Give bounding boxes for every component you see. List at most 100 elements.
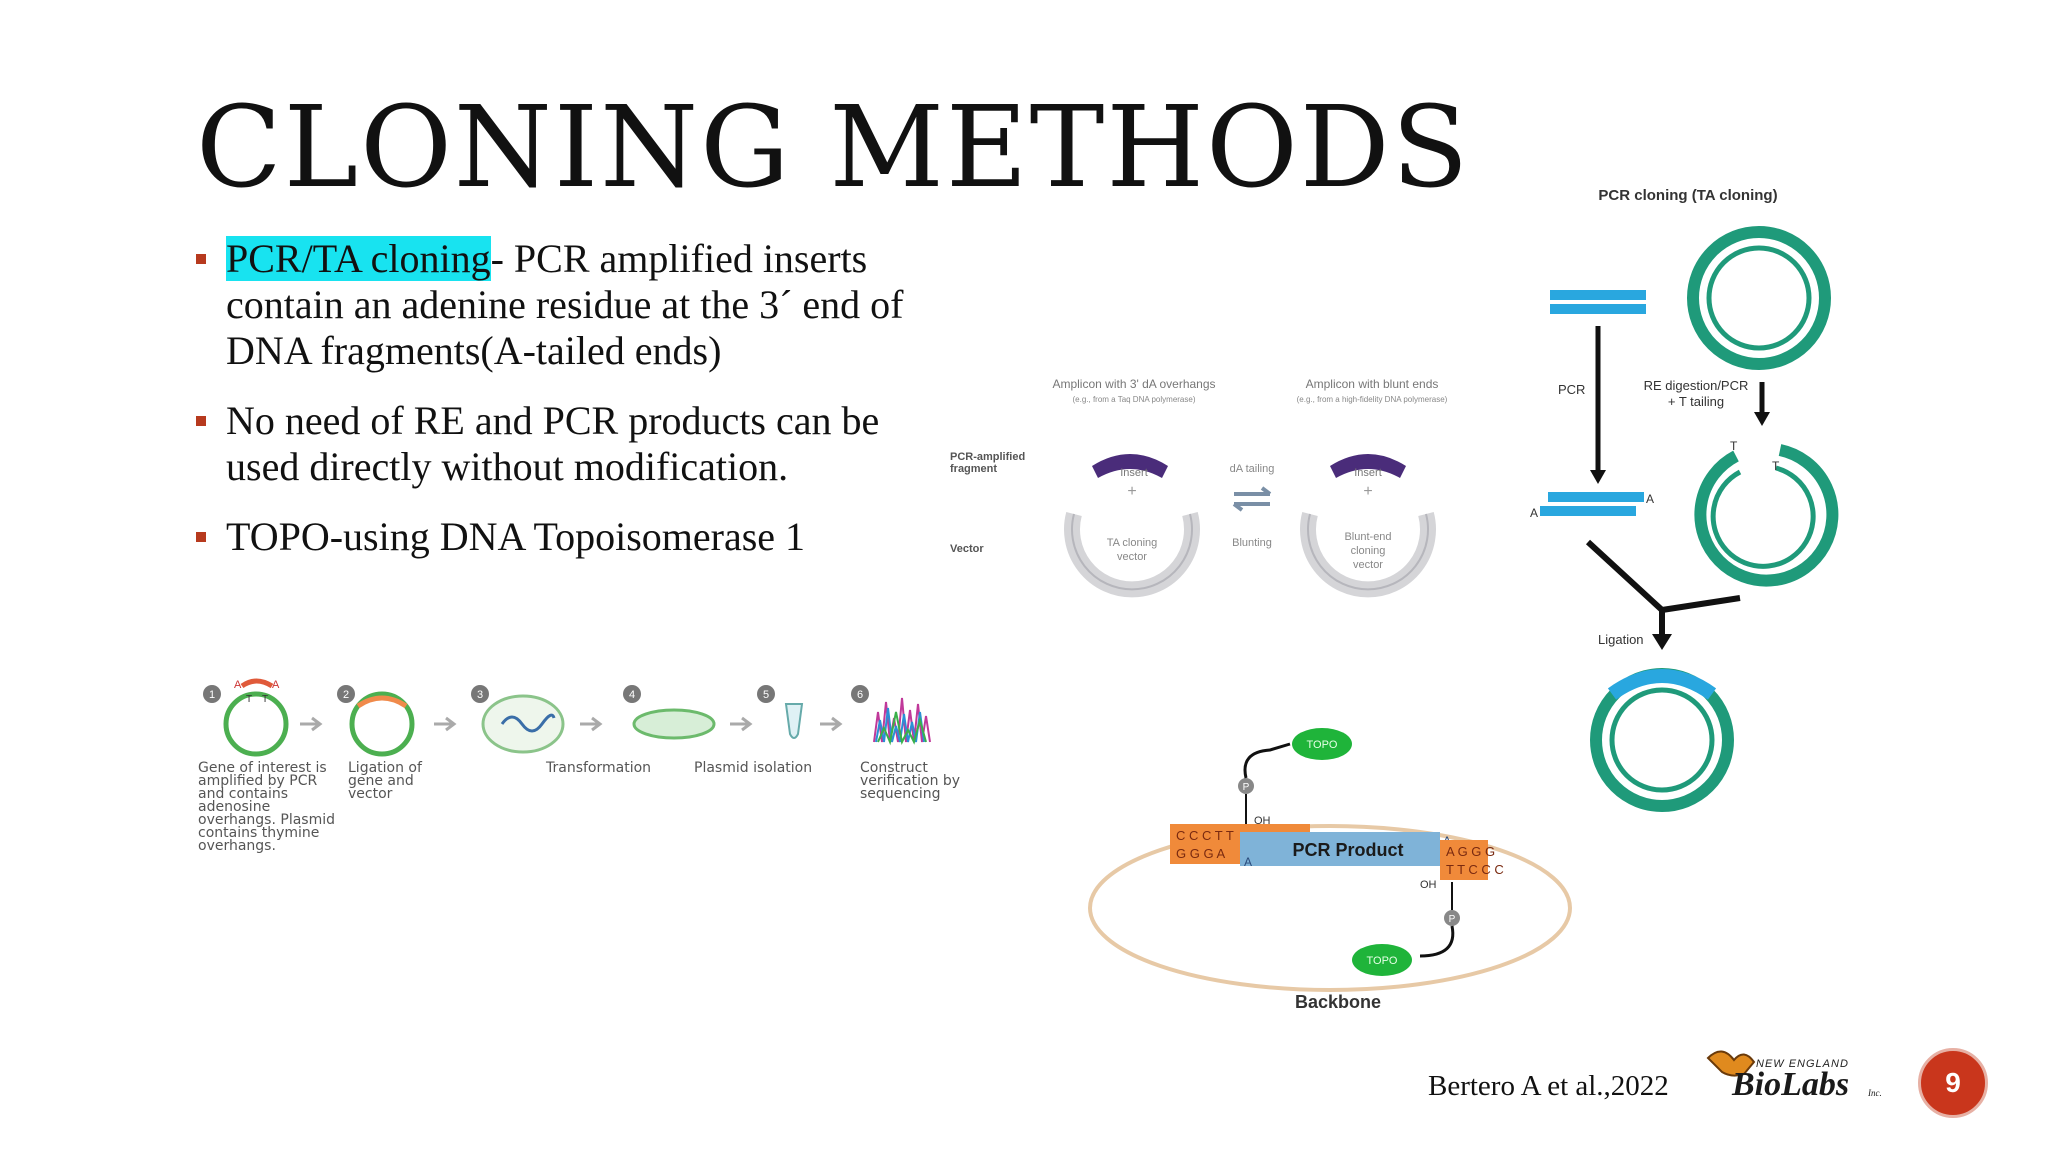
row-label-fragment: fragment	[950, 463, 997, 475]
linear-vector-arc	[1694, 444, 1839, 587]
merge-lines	[1585, 539, 1741, 638]
overhang-a-label: A	[1646, 492, 1654, 506]
plus-icon: +	[1363, 483, 1372, 500]
topo-label: TOPO	[1367, 955, 1398, 967]
step-number-badge	[203, 685, 221, 703]
da-tailing-label: dA tailing	[1230, 463, 1275, 475]
phosphate-circle	[1444, 910, 1460, 926]
overhang-t-label: T	[1772, 459, 1780, 473]
insert-label: Insert	[1354, 467, 1382, 479]
logo-line1: NEW ENGLAND	[1756, 1058, 1849, 1070]
col1-title: Amplicon with 3' dA overhangs	[1052, 377, 1215, 391]
linear-vector-arc-inner	[1710, 465, 1816, 569]
butterfly-icon	[1706, 1050, 1756, 1077]
logo-suffix: Inc.	[1868, 1088, 1882, 1098]
blunt-vector-label: cloning	[1351, 545, 1386, 557]
plasmid-circle	[1687, 226, 1831, 370]
plasmid-circle-inner	[1706, 245, 1812, 351]
step-number: 2	[343, 689, 349, 701]
arrow-head-icon	[1590, 470, 1606, 484]
overhang-t-label: T	[1730, 439, 1738, 453]
oh-label: OH	[1254, 815, 1271, 827]
phosphate-label: P	[1449, 914, 1456, 925]
step-label: Transformation	[546, 760, 652, 776]
insert-arc	[356, 695, 408, 709]
panel-title: PCR cloning (TA cloning)	[1598, 187, 1777, 204]
bullet-marker	[196, 416, 206, 426]
topo-label: TOPO	[1307, 739, 1338, 751]
insert-label: Insert	[1120, 467, 1148, 479]
bullet-text: - PCR amplified inserts contain an adeni…	[226, 236, 904, 373]
bullet-marker	[196, 254, 206, 264]
topo-enzyme-blob	[1292, 728, 1352, 760]
bullet-item: PCR/TA cloning- PCR amplified inserts co…	[196, 236, 956, 374]
plus-icon: +	[1127, 483, 1136, 500]
plasmid-circle	[349, 691, 415, 757]
bullet-text: TOPO-using DNA Topoisomerase 1	[226, 514, 806, 559]
step-number-badge	[851, 685, 869, 703]
bullet-text: No need of RE and PCR products can be us…	[226, 398, 880, 489]
col2-subtitle: (e.g., from a high-fidelity DNA polymera…	[1297, 395, 1448, 404]
step-number: 6	[857, 689, 863, 701]
tube-icon	[784, 703, 804, 739]
arrow-head-icon	[1652, 634, 1672, 650]
arrow-icon	[580, 716, 603, 732]
arrow-icon	[300, 716, 323, 732]
bullet-list: PCR/TA cloning- PCR amplified inserts co…	[196, 236, 956, 584]
insert-arc	[240, 678, 274, 689]
blunt-vector-ring-edge	[1307, 513, 1429, 591]
highlighted-term: PCR/TA cloning	[226, 236, 491, 281]
step-number: 1	[209, 689, 215, 701]
step-number-badge	[623, 685, 641, 703]
overhang-a-label: A	[1530, 506, 1538, 520]
phosphate-label: P	[1243, 782, 1250, 793]
sequence-text: A G G G	[1446, 844, 1495, 859]
overhang-a: A	[272, 679, 280, 691]
step-number: 4	[629, 689, 635, 701]
step-label: Plasmid isolation	[694, 760, 813, 776]
insert-band	[1092, 454, 1168, 478]
sequence-text: T T C C C	[1446, 862, 1504, 877]
ta-vector-label: TA cloning	[1107, 537, 1158, 549]
overhang-t: T	[246, 694, 252, 705]
ta-vs-blunt-diagram: Amplicon with 3' dA overhangs (e.g., fro…	[950, 377, 1448, 598]
slide-title: CLONING METHODS	[196, 83, 1471, 213]
topo-link	[1419, 925, 1455, 958]
sequencing-chromatogram-icon	[873, 697, 931, 746]
pcr-product-label: PCR Product	[1292, 840, 1403, 860]
overhang-t: T	[262, 694, 268, 705]
re-label: RE digestion/PCR	[1644, 378, 1749, 393]
blunting-label: Blunting	[1232, 537, 1272, 549]
neb-logo: NEW ENGLAND BioLabs Inc.	[1704, 1044, 1884, 1108]
bullet-item: TOPO-using DNA Topoisomerase 1	[196, 514, 956, 560]
overhang-a: A	[234, 679, 242, 691]
step-number-badge	[337, 685, 355, 703]
bullet-item: No need of RE and PCR products can be us…	[196, 398, 956, 490]
overhang-a-label: A	[1244, 855, 1252, 869]
oh-label: OH	[1420, 879, 1437, 891]
arrow-icon	[820, 716, 843, 732]
arrow-head-icon	[1754, 412, 1770, 426]
pcr-label: PCR	[1558, 382, 1585, 397]
plasmid-circle	[223, 691, 289, 757]
ta-vector-label: vector	[1117, 551, 1147, 563]
dna-strand	[1550, 304, 1646, 314]
equilibrium-arrows-icon	[1232, 486, 1272, 512]
step-number: 3	[477, 689, 483, 701]
right-overhang-block	[1440, 840, 1488, 880]
row-label-fragment: PCR-amplified	[950, 451, 1025, 463]
sequence-text: C C C T T	[1176, 828, 1234, 843]
step-number-badge	[757, 685, 775, 703]
ta-vector-ring-edge	[1071, 513, 1193, 591]
dna-strand	[1548, 492, 1644, 502]
insert-band	[1330, 454, 1406, 478]
step-number: 5	[763, 689, 769, 701]
row-label-vector: Vector	[950, 543, 984, 555]
bullet-marker	[196, 532, 206, 542]
phosphate-circle	[1238, 778, 1254, 794]
col2-title: Amplicon with blunt ends	[1306, 377, 1439, 391]
citation: Bertero A et al.,2022	[1428, 1070, 1669, 1102]
ta-cloning-panel: PCR cloning (TA cloning) PCR A A RE dige…	[1530, 187, 1839, 812]
